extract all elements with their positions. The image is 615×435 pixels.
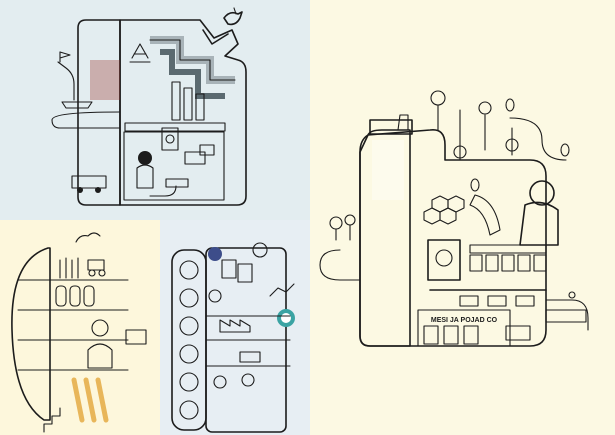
pill-icon	[179, 372, 199, 392]
funnel-icon	[469, 194, 501, 236]
flag-icon	[59, 51, 71, 63]
person-icon	[208, 289, 222, 303]
bread-loaf-shape	[11, 247, 51, 421]
beekeeper-body	[519, 201, 559, 246]
stairs	[43, 407, 61, 433]
honey-jar-artwork: MESI JA POJAD CO	[319, 90, 589, 347]
doctor-icon	[241, 373, 255, 387]
pill-icon	[179, 288, 199, 308]
jar-lid	[369, 119, 413, 135]
bird-icon	[223, 11, 243, 26]
document-icon	[221, 259, 237, 279]
honey-jar-illustration: MESI JA POJAD CO	[310, 0, 615, 435]
pill-icon	[179, 344, 199, 364]
storefront	[417, 309, 511, 347]
line-chart-icon	[269, 283, 295, 297]
tree-icon	[344, 214, 356, 226]
canister-teal-half	[119, 19, 247, 206]
pipe-capsule	[545, 309, 587, 323]
canister-lower-compartment	[123, 131, 225, 201]
pharma-artwork	[171, 242, 295, 433]
pipe-line	[319, 249, 361, 281]
delivery-truck-icon	[505, 325, 531, 341]
bee-icon	[505, 98, 515, 112]
oil-rig-icon	[129, 43, 151, 63]
jar-highlight	[372, 140, 404, 200]
document-icon	[237, 263, 253, 283]
pipe-line	[205, 315, 291, 367]
baker-hat	[91, 319, 109, 337]
baker-body	[87, 343, 113, 369]
pill-icon	[179, 260, 199, 280]
red-shading	[90, 60, 120, 100]
ship-icon	[61, 101, 93, 109]
shelf	[469, 244, 547, 254]
tree-icon	[568, 291, 576, 299]
gear-icon	[435, 249, 453, 267]
product-box	[199, 144, 215, 156]
steam-cloud	[75, 232, 101, 243]
truck-icon	[459, 295, 479, 307]
truck-icon	[515, 295, 535, 307]
silo-icon	[69, 285, 81, 307]
wheat-icon	[59, 257, 79, 279]
jar-honey-column	[359, 129, 411, 347]
bread-artwork	[11, 232, 147, 433]
silo-icon	[83, 285, 95, 307]
refinery-tower-1	[171, 81, 181, 121]
pipe-capsule	[165, 178, 189, 188]
worker-body	[136, 164, 154, 189]
scientist-icon	[252, 242, 268, 258]
donut-chart-icon	[277, 309, 295, 327]
store-window	[463, 325, 479, 345]
bee-icon	[560, 143, 570, 157]
machine-gear-box	[161, 127, 179, 151]
tanker-truck	[71, 175, 107, 189]
baguettes	[71, 377, 109, 423]
store-window	[443, 325, 459, 345]
pill-blister	[171, 249, 207, 431]
honeycomb-icon	[423, 195, 465, 225]
pipe-line	[545, 299, 589, 331]
extractor-machine	[427, 239, 461, 281]
bread-illustration	[0, 220, 160, 435]
oil-canister-artwork	[51, 7, 247, 206]
truck-icon	[239, 351, 261, 363]
store-sign: MESI JA POJAD CO	[431, 317, 498, 324]
oil-canister-illustration	[0, 0, 310, 220]
bee-icon	[470, 178, 480, 192]
pill-icon	[179, 400, 199, 420]
pipe-line	[509, 117, 567, 161]
factory-icon	[219, 319, 251, 333]
store-window	[423, 325, 439, 345]
pipe-line	[57, 61, 75, 101]
pipe-dark	[160, 49, 225, 99]
refinery-tower-2	[183, 87, 193, 121]
pharmaceutical-illustration	[160, 220, 310, 435]
pipe-line	[149, 185, 177, 197]
pipe-line	[51, 111, 121, 129]
beekeeper-hat	[529, 180, 555, 206]
gear-icon	[165, 134, 175, 144]
scientist-icon	[208, 247, 222, 261]
worker-head	[138, 151, 152, 165]
pill-icon	[179, 316, 199, 336]
orange-box	[125, 329, 147, 345]
conveyor-belt	[124, 122, 226, 132]
doctor-icon	[213, 375, 227, 389]
refinery-tower-3	[195, 93, 205, 121]
product-box	[184, 151, 206, 165]
beehive-icon	[397, 114, 409, 131]
truck-icon	[487, 295, 507, 307]
tractor-icon	[87, 259, 105, 271]
honey-jars-row	[469, 254, 547, 272]
silo-icon	[55, 285, 67, 307]
tree-icon	[329, 216, 343, 230]
canister-spout	[202, 29, 229, 45]
flowers	[430, 90, 519, 161]
